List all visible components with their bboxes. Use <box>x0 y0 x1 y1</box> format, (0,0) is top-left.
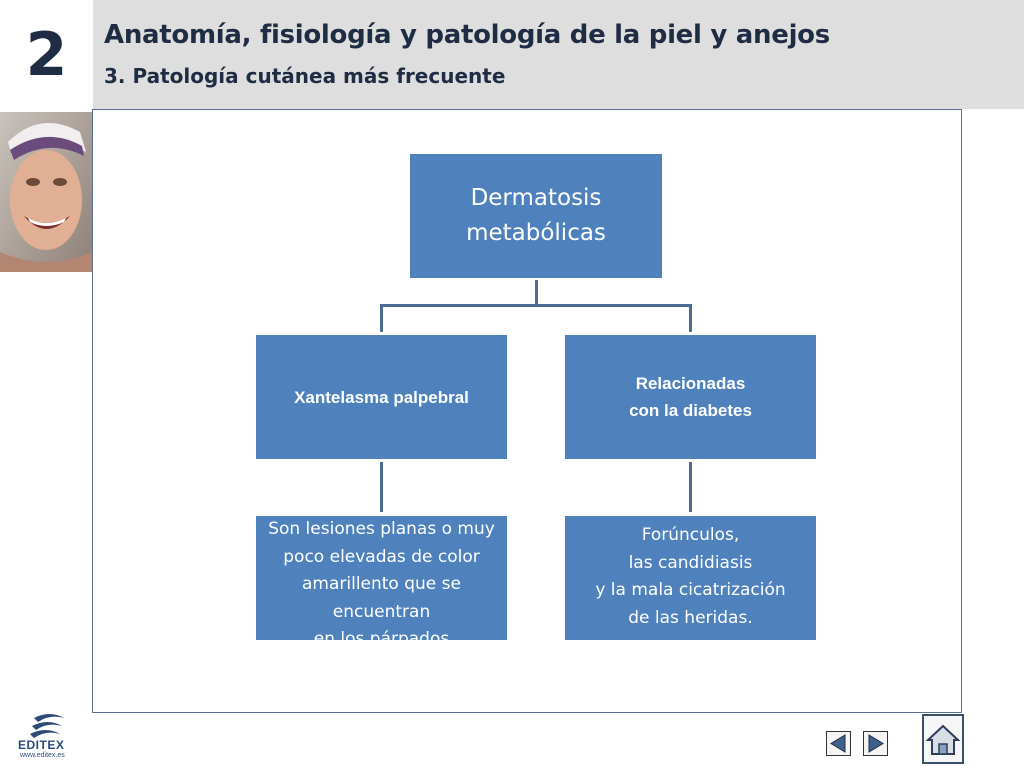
connector-line <box>380 304 383 332</box>
branch-node-diabetes: Relacionadas con la diabetes <box>565 335 816 459</box>
home-button[interactable] <box>922 714 964 764</box>
connector-line <box>535 280 538 306</box>
root-node: Dermatosis metabólicas <box>410 154 662 278</box>
page-title: Anatomía, fisiología y patología de la p… <box>104 20 830 50</box>
previous-button[interactable] <box>826 731 851 756</box>
header-bar <box>93 0 1024 109</box>
triangle-left-icon <box>830 734 846 753</box>
chapter-number: 2 <box>25 19 68 90</box>
detail-node-xantelasma: Son lesiones planas o muy poco elevadas … <box>256 516 507 649</box>
connector-line <box>689 304 692 332</box>
branch-node-xantelasma: Xantelasma palpebral <box>256 335 507 459</box>
page-subtitle: 3. Patología cutánea más frecuente <box>104 64 506 88</box>
connector-line <box>689 462 692 512</box>
connector-line <box>380 304 692 307</box>
editex-logo <box>14 712 76 762</box>
connector-line <box>380 462 383 512</box>
logo-url: www.editex.es <box>20 752 65 759</box>
detail-node-diabetes: Forúnculos, las candidiasis y la mala ci… <box>565 516 816 640</box>
home-icon <box>925 724 961 755</box>
smiling-woman-photo <box>0 112 92 272</box>
next-button[interactable] <box>863 731 888 756</box>
triangle-right-icon <box>868 734 884 753</box>
logo-text: EDITEX <box>18 738 65 752</box>
